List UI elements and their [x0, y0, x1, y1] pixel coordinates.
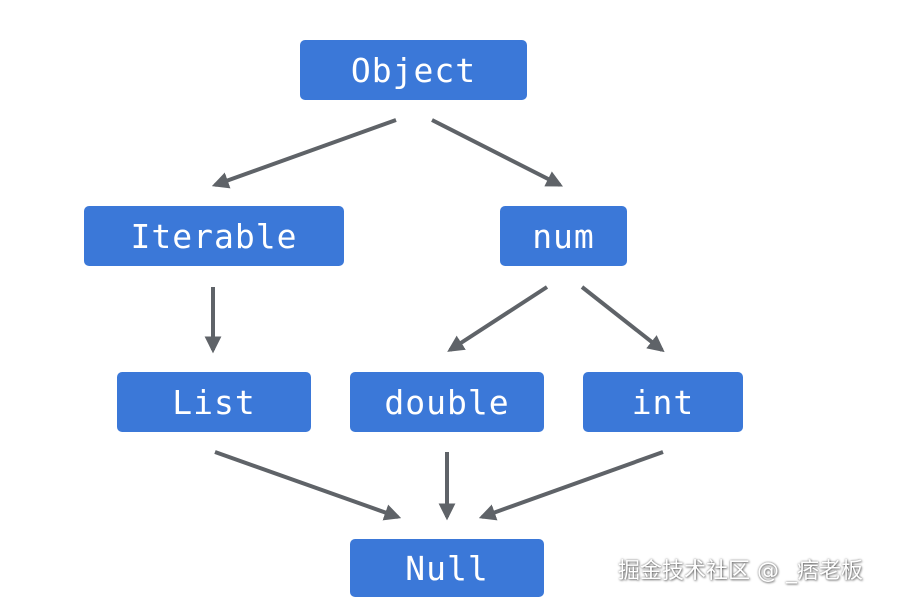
node-list: List — [117, 372, 311, 432]
node-num: num — [500, 206, 627, 266]
node-label: num — [532, 216, 595, 256]
node-null: Null — [350, 539, 544, 597]
node-label: List — [172, 382, 256, 422]
node-label: Object — [350, 50, 477, 90]
edge-object-to-num — [431, 118, 563, 187]
edge-list-to-null — [214, 450, 402, 521]
watermark: 掘金技术社区 @ _痞老板 — [618, 559, 863, 584]
node-label: int — [631, 382, 695, 422]
edge-object-to-iterable — [211, 118, 397, 189]
edge-int-to-null — [478, 450, 664, 521]
node-label: Null — [405, 548, 489, 588]
node-int: int — [583, 372, 743, 432]
node-label: double — [384, 382, 510, 422]
node-iterable: Iterable — [84, 206, 344, 266]
edge-num-to-int — [580, 285, 665, 353]
node-object: Object — [300, 40, 527, 100]
edge-num-to-double — [447, 285, 549, 352]
node-double: double — [350, 372, 544, 432]
node-label: Iterable — [130, 216, 298, 256]
